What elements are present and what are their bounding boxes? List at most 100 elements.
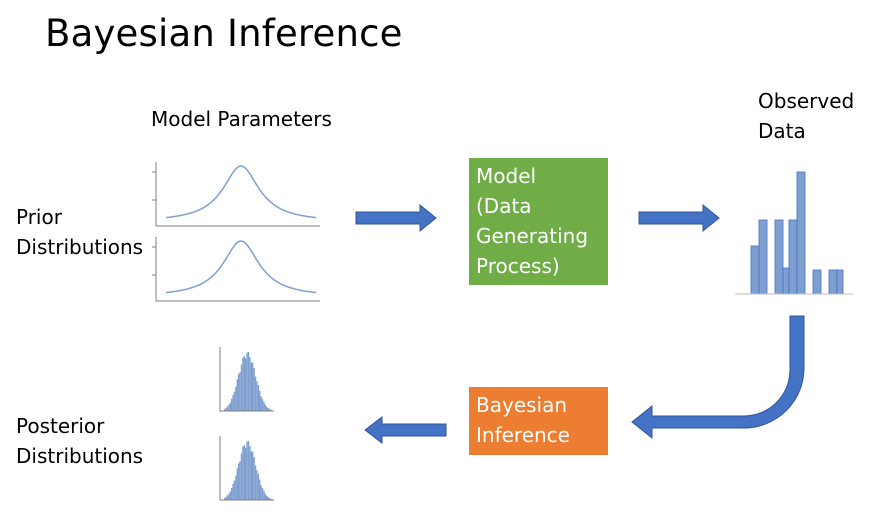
arrow-inference-to-posteriors (364, 415, 447, 445)
prior-line-1: Prior (16, 205, 62, 229)
histogram-bar (782, 267, 790, 295)
observed-data-line-2: Data (758, 119, 806, 143)
observed-data-line-1: Observed (758, 89, 855, 113)
posterior-bar (236, 468, 238, 500)
observed-data-histogram (735, 171, 853, 295)
posterior-bar (235, 475, 237, 500)
model-box-line-1: Model (476, 164, 537, 188)
diagram-title: Bayesian Inference (45, 12, 403, 55)
posterior-bar (259, 390, 261, 411)
prior-curve-1-axis (155, 162, 320, 227)
posterior-bar (260, 485, 262, 500)
histogram-bar (750, 245, 760, 295)
posterior-bar (246, 352, 248, 411)
arrow-priors-to-model (355, 203, 437, 233)
posterior-bar (263, 401, 265, 411)
model-box-line-2: (Data (476, 194, 532, 218)
posterior-bar (245, 447, 247, 500)
prior-curve-1 (152, 162, 320, 227)
prior-curve-1-line (165, 165, 317, 219)
arrow-data-to-inference (631, 315, 805, 440)
posterior-bar (268, 497, 271, 500)
posterior-bar (229, 491, 231, 500)
posterior-2-axis (219, 436, 274, 501)
histogram-bar (836, 269, 844, 295)
arrow-model-to-data (638, 203, 720, 233)
posterior-histogram-2 (219, 436, 274, 501)
posterior-bar (224, 498, 226, 500)
posterior-bar (252, 362, 254, 411)
posterior-bar (231, 398, 233, 411)
posterior-bar (242, 357, 244, 411)
posterior-bar (233, 391, 236, 411)
posterior-bar (226, 495, 229, 500)
posterior-bar (228, 493, 230, 500)
model-box: Model (Data Generating Process) (469, 158, 608, 285)
posterior-bar (250, 451, 252, 500)
posterior-bar (225, 496, 227, 500)
posterior-histogram-1 (219, 347, 274, 412)
posterior-bar (238, 374, 240, 411)
posterior-bar (240, 453, 243, 500)
bayes-box-line-2: Inference (476, 423, 570, 447)
posterior-bar (254, 376, 257, 411)
posterior-bar (253, 457, 255, 500)
prior-curve-2-axis (155, 237, 320, 302)
posterior-bar (247, 440, 250, 500)
posterior-bar (239, 461, 241, 500)
posterior-bar (267, 407, 269, 411)
posterior-bar (260, 396, 262, 411)
posterior-bar (238, 463, 240, 500)
posterior-bar (247, 351, 250, 411)
posterior-bar (261, 399, 264, 411)
posterior-bar (264, 404, 266, 411)
posterior-bar (239, 372, 241, 411)
posterior-bar (249, 446, 251, 500)
posterior-bar (224, 409, 226, 411)
posterior-bar (270, 409, 272, 411)
posterior-bar (243, 356, 245, 411)
posterior-bar (233, 480, 236, 500)
posterior-bar (267, 496, 269, 500)
posterior-bar (231, 487, 233, 500)
histogram-bar (828, 269, 838, 295)
posterior-bar (264, 493, 266, 500)
posterior-bar (254, 465, 257, 500)
histogram-bar (774, 219, 784, 295)
posterior-bar (232, 394, 234, 411)
posterior-bar (249, 357, 251, 411)
histogram-bar (812, 269, 822, 295)
observed-data-label: Observed Data (758, 86, 854, 146)
posterior-bar (229, 402, 231, 411)
posterior-bar (252, 451, 254, 500)
posterior-bar (257, 474, 259, 500)
model-box-line-4: Process) (476, 254, 560, 278)
posterior-bar (243, 445, 245, 500)
posterior-bar (257, 385, 259, 411)
histogram-bar (788, 219, 798, 295)
prior-line-2: Distributions (16, 235, 144, 259)
posterior-bar (270, 498, 272, 500)
posterior-bar (266, 495, 268, 500)
posterior-bar (245, 358, 247, 411)
posterior-bar (256, 470, 258, 500)
posterior-bar (235, 386, 237, 411)
posterior-bar (240, 364, 243, 411)
posterior-bar (259, 479, 261, 500)
prior-curve-2-ticks (152, 246, 156, 276)
posterior-bar (246, 441, 248, 500)
posterior-bar (266, 406, 268, 411)
model-box-line-3: Generating (476, 224, 589, 248)
bayesian-inference-box: Bayesian Inference (469, 387, 608, 455)
prior-curve-1-ticks (152, 171, 156, 201)
posterior-bar (232, 483, 234, 500)
bayes-box-line-1: Bayesian (476, 393, 568, 417)
posterior-bar (250, 362, 252, 411)
posterior-bar (228, 404, 230, 411)
prior-distributions-label: Prior Distributions (16, 202, 143, 262)
posterior-bar (253, 368, 255, 411)
posterior-bar (242, 446, 244, 500)
posterior-bar (261, 488, 264, 500)
posterior-1-axis (219, 347, 274, 412)
posterior-line-1: Posterior (16, 414, 105, 438)
